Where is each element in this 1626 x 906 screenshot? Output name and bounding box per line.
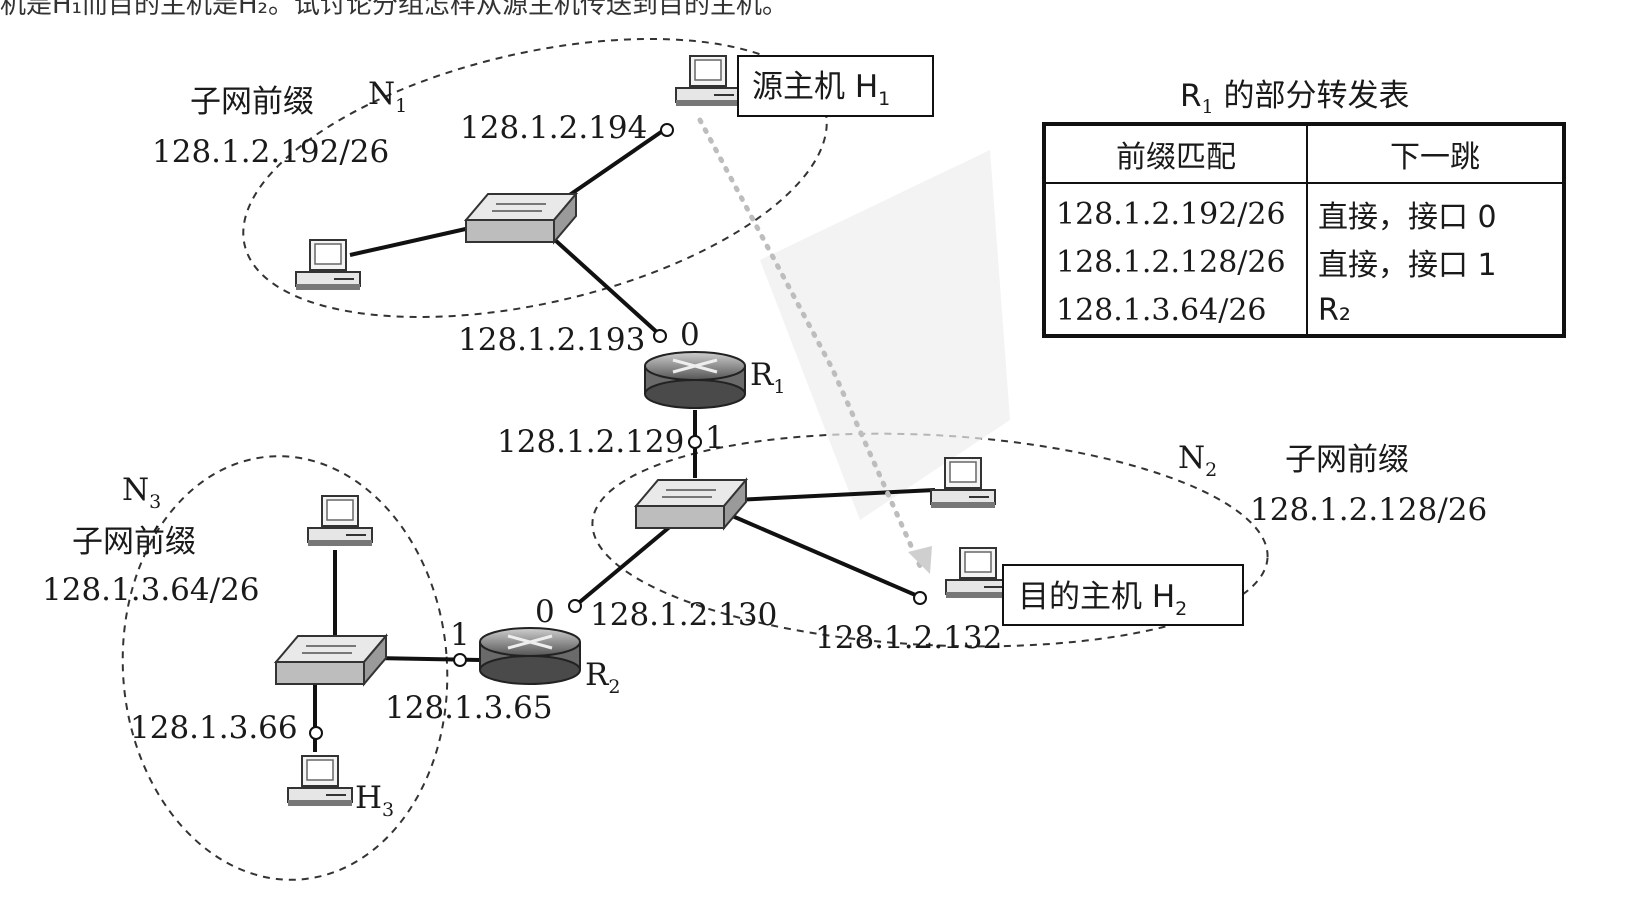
n3-prefix: 128.1.3.64/26 [42,572,260,608]
n2-r1-ip: 128.1.2.129 [497,424,684,460]
switch-n2-icon [635,479,747,529]
table-cell-prefix: 128.1.2.128/26 [1043,238,1308,286]
table-header-row: 前缀匹配 下一跳 [1043,124,1565,184]
path-shading [760,150,1010,520]
n2-prefix-label: 子网前缀 [1285,442,1409,478]
n3-host-ip: 128.1.3.66 [130,710,298,746]
iface-h2 [913,591,927,605]
router-r2-icon [478,626,582,686]
link-switch1-r1 [553,238,662,337]
dest-host-label: 目的主机 H2 [1018,579,1187,620]
r2-name: R2 [585,657,620,698]
r1-name: R1 [750,357,785,398]
n3-prefix-label: 子网前缀 [72,524,196,560]
host-h2-icon [945,547,1011,599]
iface-r2-1 [453,653,467,667]
n1-name: N1 [368,76,407,117]
iface-h3 [309,726,323,740]
clipped-question-text: 机是H₁而目的主机是H₂。试讨论分组怎样从源主机传送到目的主机。 [0,0,788,20]
n3-r2-ip: 128.1.3.65 [385,690,553,726]
header-prefix-match: 前缀匹配 [1043,124,1308,184]
r1-port0: 0 [680,317,700,353]
iface-h1 [660,123,674,137]
forwarding-table-title: R1 的部分转发表 [1180,78,1410,119]
link-switch2-h2 [729,513,921,599]
iface-r1-0 [653,329,667,343]
table-row: 128.1.3.64/26 R₂ [1043,286,1565,336]
r2-port1: 1 [450,617,470,653]
subnet-n2-boundary [591,432,1269,648]
forwarding-table: 前缀匹配 下一跳 128.1.2.192/26 直接，接口 0 128.1.2.… [1042,122,1566,338]
n1-host-ip: 128.1.2.194 [460,110,647,146]
packet-path-arrowhead [908,546,932,574]
n3-name: N3 [122,472,161,513]
link-pc-switch1 [349,226,471,257]
table-cell-next-hop: 直接，接口 0 [1306,183,1565,238]
link-switch2-pc [734,488,936,502]
host-n1-icon [295,239,361,291]
host-h3-icon [287,755,353,807]
source-host-box [737,55,934,117]
r2-port0: 0 [535,594,555,630]
n2-prefix: 128.1.2.128/26 [1250,492,1487,528]
r1-port1: 1 [705,420,725,456]
source-host-label: 源主机 H1 [752,69,890,110]
n2-name: N2 [1178,440,1217,481]
iface-r2-0 [568,599,582,613]
link-switch2-r2 [573,523,674,608]
dest-host-box [1002,564,1244,626]
n2-r2-ip: 128.1.2.130 [590,597,777,633]
n1-prefix: 128.1.2.192/26 [152,134,389,170]
host-n3-icon [307,495,373,547]
switch-n1-icon [465,193,577,243]
n1-router-ip: 128.1.2.193 [458,322,645,358]
table-row: 128.1.2.192/26 直接，接口 0 [1043,183,1565,238]
table-cell-next-hop: 直接，接口 1 [1306,238,1565,286]
link-h1-switch1 [553,128,666,207]
table-cell-prefix: 128.1.2.192/26 [1043,183,1308,238]
table-row: 128.1.2.128/26 直接，接口 1 [1043,238,1565,286]
subnet-n3-boundary [121,455,449,881]
n1-prefix-label: 子网前缀 [190,84,314,120]
header-next-hop: 下一跳 [1306,124,1565,184]
router-r1-icon [643,350,747,410]
table-cell-next-hop: R₂ [1306,286,1565,336]
host-h1-icon [675,55,741,107]
n2-host-ip: 128.1.2.132 [815,620,1002,656]
h3-label: H3 [355,780,394,821]
table-cell-prefix: 128.1.3.64/26 [1043,286,1308,336]
switch-n3-icon [275,635,387,685]
iface-r1-1 [688,435,702,449]
